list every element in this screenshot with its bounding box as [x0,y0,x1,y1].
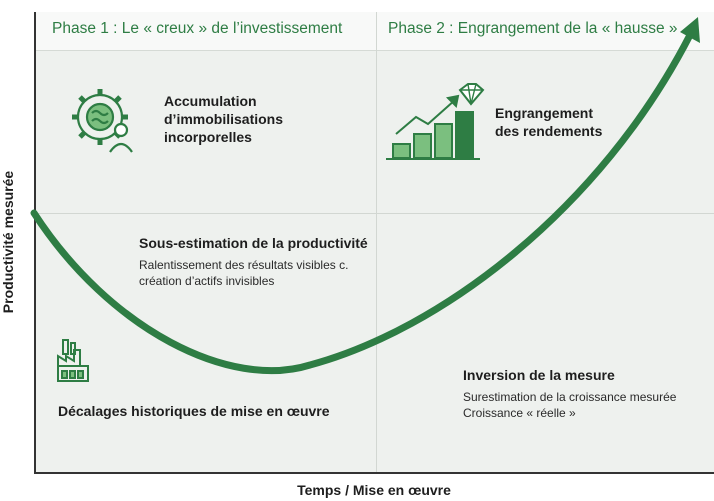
sous-estimation-line-2: création d’actifs invisibles [139,273,275,288]
sous-estimation-title: Sous-estimation de la productivité [139,235,368,251]
phase-1-title: Phase 1 : Le « creux » de l’investisseme… [52,20,343,37]
x-axis-line [34,472,714,474]
accumulation-label: Accumulation d’immobilisations incorpore… [164,92,283,147]
rising-bar-chart-diamond-icon [386,83,485,160]
curve-arrowhead [680,17,700,43]
chart-area: Phase 1 : Le « creux » de l’investisseme… [34,12,714,474]
gear-brain-person-icon [72,89,133,153]
sous-estimation-line-1: Ralentissement des résultats visibles c. [139,258,349,273]
accumulation-line-3: incorporelles [164,129,252,146]
factory-icon [57,339,89,382]
inversion-line-1: Surestimation de la croissance mesurée [463,390,677,405]
inversion-block: Inversion de la mesure Surestimation de … [463,366,676,421]
y-axis-line [34,12,36,474]
accumulation-line-1: Accumulation [164,93,257,109]
j-curve [30,31,694,375]
baseline-divider [34,213,714,214]
decalages-label: Décalages historiques de mise en œuvre [58,403,330,419]
accumulation-line-2: d’immobilisations [164,111,284,128]
engrangement-line-1: Engrangement [495,105,594,121]
y-axis-title-text: Productivité mesurée [0,170,16,314]
phase-header-band: Phase 1 : Le « creux » de l’investisseme… [34,12,714,51]
engrangement-label: Engrangement des rendements [495,104,602,140]
phase-divider [376,12,377,474]
phase-2-title: Phase 2 : Engrangement de la « hausse » [388,20,678,37]
inversion-title: Inversion de la mesure [463,367,615,383]
sous-estimation-block: Sous-estimation de la productivité Ralen… [139,234,368,289]
inversion-line-2: Croissance « réelle » [463,405,576,420]
x-axis-title: Temps / Mise en œuvre [297,482,451,498]
engrangement-line-2: des rendements [495,123,603,140]
